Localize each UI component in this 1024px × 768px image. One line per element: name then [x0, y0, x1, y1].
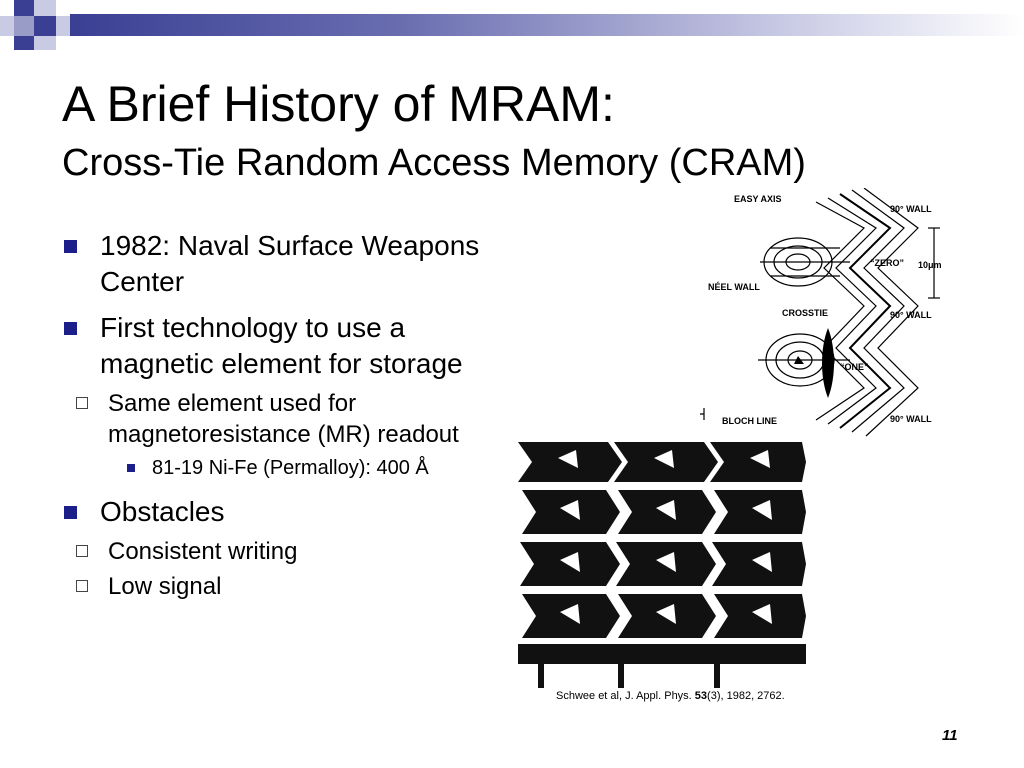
page-subtitle: Cross-Tie Random Access Memory (CRAM): [62, 142, 806, 184]
neel-wall-label: NÉEL WALL: [708, 282, 760, 292]
hollow-square-bullet-icon: [76, 580, 88, 592]
deco-square: [34, 0, 56, 16]
sub-list: Consistent writing Low signal: [62, 536, 492, 602]
scale-10um-label: 10μm: [918, 260, 942, 270]
gradient-bar: [70, 14, 1024, 36]
list-item: Low signal: [24, 571, 492, 602]
list-item: 1982: Naval Surface Weapons Center: [62, 228, 492, 300]
citation: Schwee et al, J. Appl. Phys. 53(3), 1982…: [556, 689, 785, 703]
deco-square: [14, 16, 34, 36]
wall-90-label: 90° WALL: [890, 310, 932, 320]
wall-90-label: 90° WALL: [890, 204, 932, 214]
bullet-text: Consistent writing: [108, 538, 298, 565]
square-bullet-icon: [64, 322, 77, 335]
header-decoration: [0, 0, 1024, 70]
page-title: A Brief History of MRAM:: [62, 76, 615, 132]
square-bullet-icon: [64, 506, 77, 519]
citation-suffix: (3), 1982, 2762.: [707, 690, 785, 702]
bullet-text: 1982: Naval Surface Weapons Center: [100, 230, 480, 297]
deco-square: [34, 16, 56, 36]
citation-prefix: Schwee et al, J. Appl. Phys.: [556, 690, 695, 702]
bullet-text: Low signal: [108, 573, 222, 600]
bullet-list: 1982: Naval Surface Weapons Center First…: [62, 228, 492, 614]
crosstie-diagram: EASY AXIS 90° WALL “ZERO” 10μm NÉEL WALL…: [700, 188, 942, 437]
bullet-text: Same element used for magnetoresistance …: [108, 390, 459, 448]
deco-square: [14, 36, 34, 50]
deco-square: [14, 0, 34, 16]
memory-array-micrograph: [518, 438, 806, 688]
hollow-square-bullet-icon: [76, 397, 88, 409]
page-number: 11: [942, 727, 958, 744]
deco-square: [0, 16, 14, 36]
zero-label: “ZERO”: [870, 258, 904, 268]
easy-axis-label: EASY AXIS: [734, 194, 782, 204]
list-item: Consistent writing: [24, 536, 492, 567]
deco-square: [34, 36, 56, 50]
small-square-bullet-icon: [127, 464, 135, 472]
wall-90-label: 90° WALL: [890, 414, 932, 424]
bullet-text: 81-19 Ni-Fe (Permalloy): 400 Å: [152, 457, 429, 479]
bullet-text: First technology to use a magnetic eleme…: [100, 312, 463, 379]
bloch-line-label: BLOCH LINE: [722, 416, 777, 426]
crosstie-label: CROSSTIE: [782, 308, 828, 318]
bullet-text: Obstacles: [100, 496, 225, 527]
citation-volume: 53: [694, 690, 708, 702]
one-label: “ONE”: [840, 362, 869, 372]
list-item: First technology to use a magnetic eleme…: [62, 310, 492, 382]
list-item: Obstacles: [62, 494, 492, 530]
list-item: 81-19 Ni-Fe (Permalloy): 400 Å: [24, 454, 492, 482]
hollow-square-bullet-icon: [76, 545, 88, 557]
deco-square: [56, 16, 70, 36]
list-item: Same element used for magnetoresistance …: [24, 388, 492, 450]
sub-list: Same element used for magnetoresistance …: [62, 388, 492, 482]
square-bullet-icon: [64, 240, 77, 253]
